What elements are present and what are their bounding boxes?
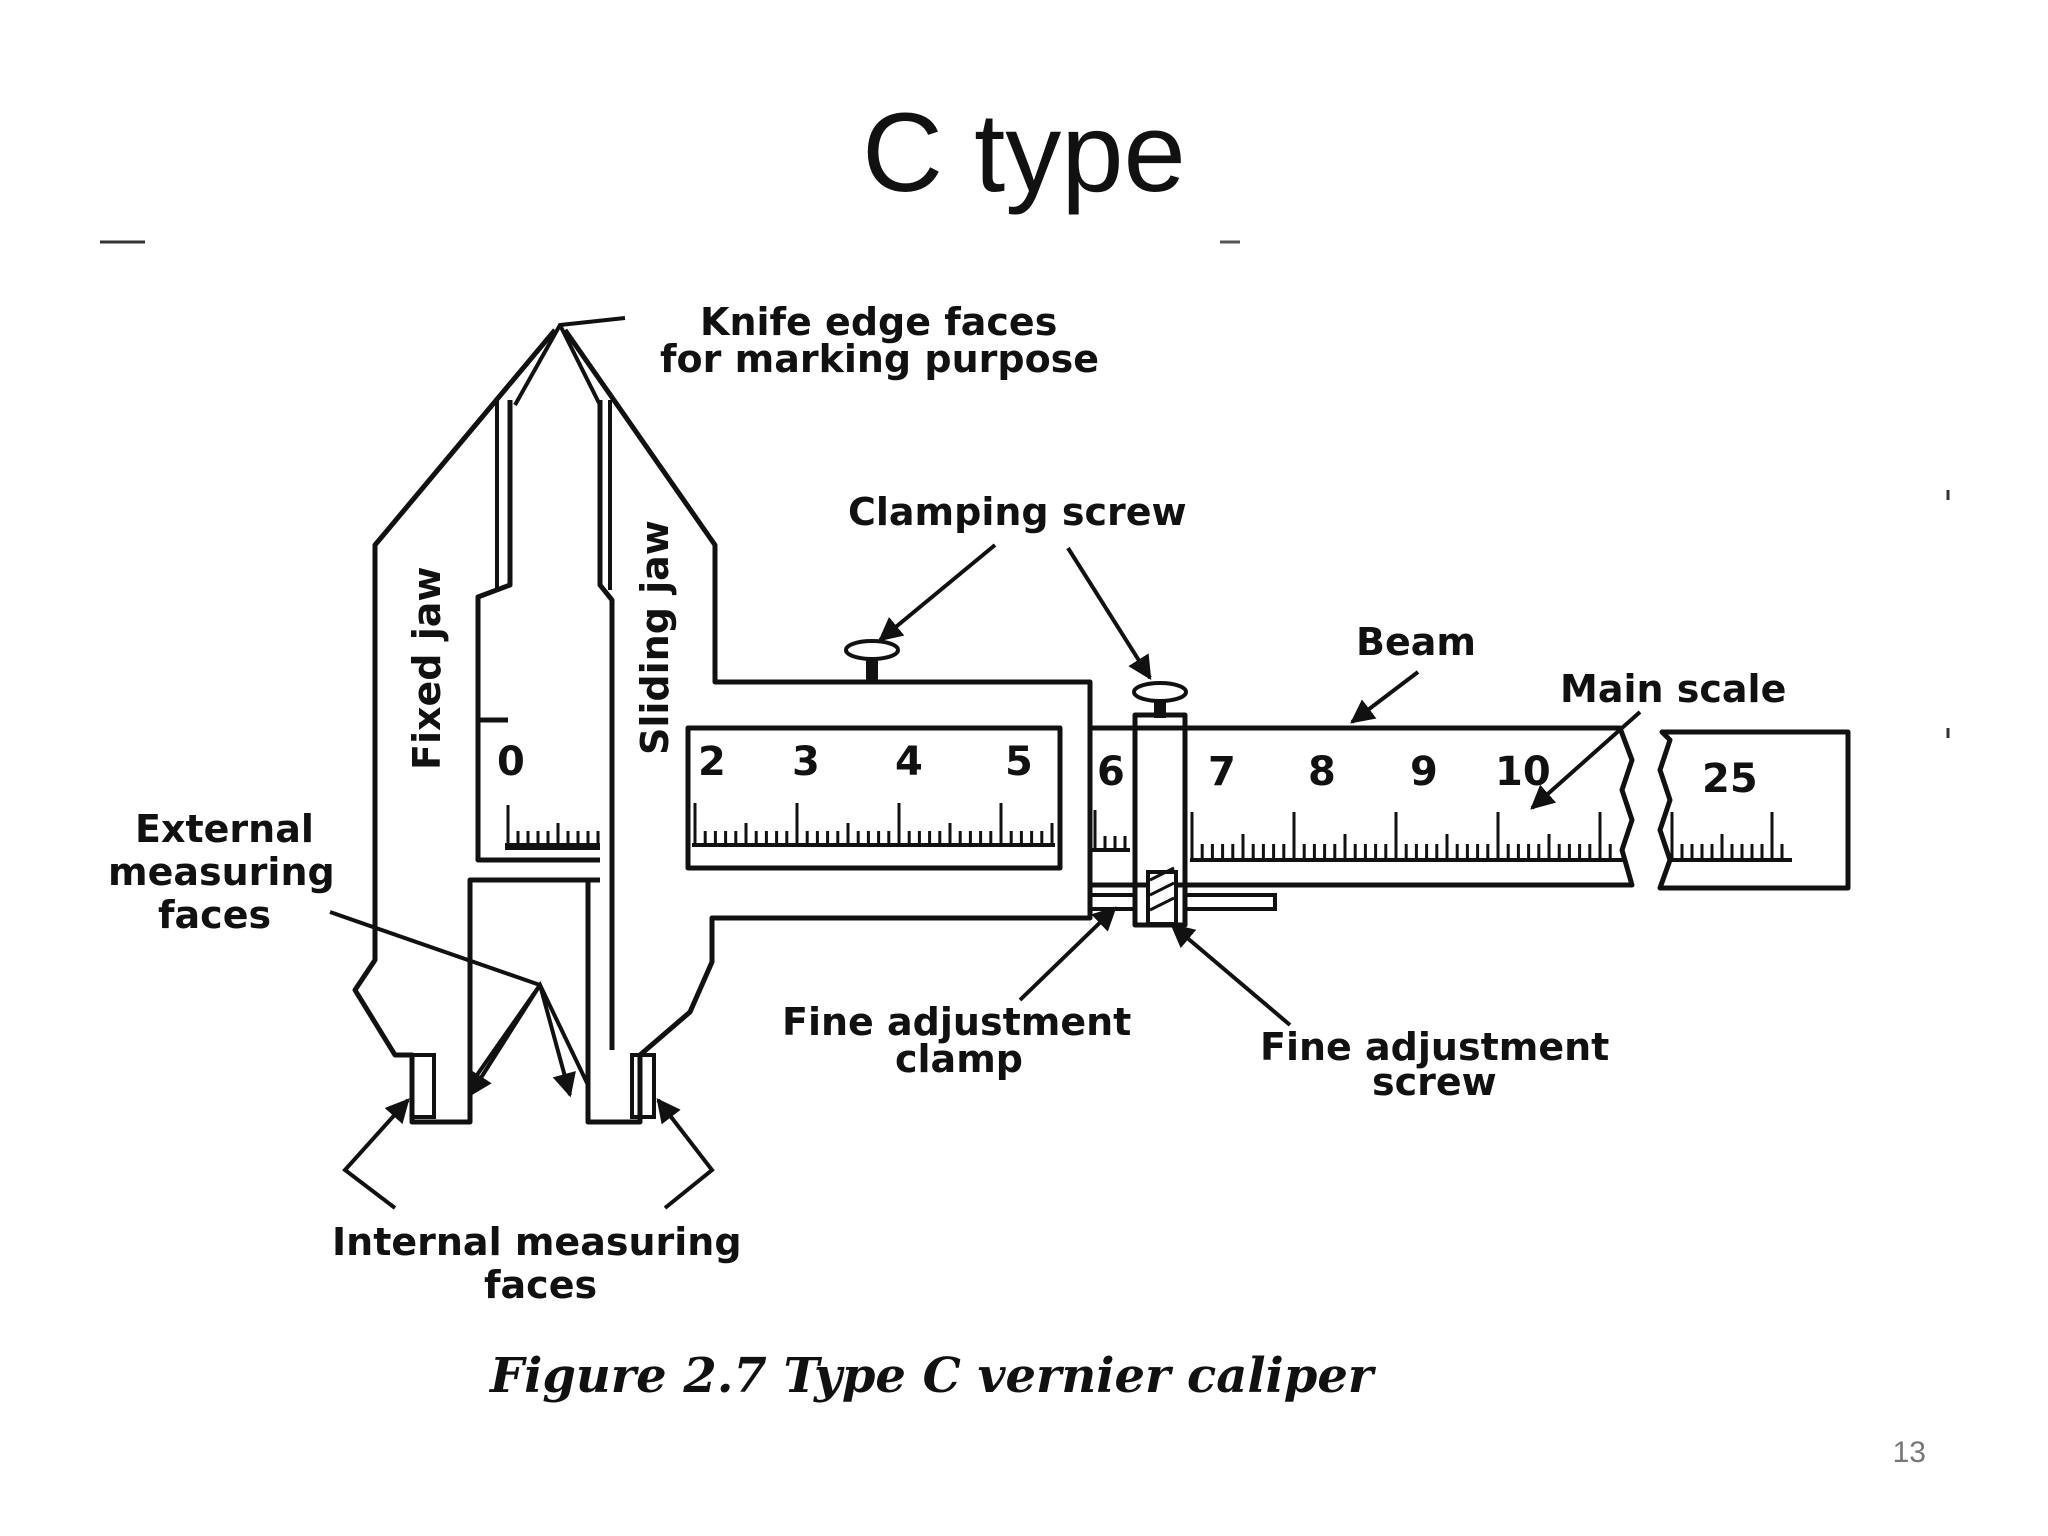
scale-number-25: 25 xyxy=(1702,756,1758,802)
clamping-screw-right xyxy=(1132,681,1188,718)
label-beam: Beam xyxy=(1356,620,1476,664)
clamping-screw-left xyxy=(844,639,900,682)
scale-number-6: 6 xyxy=(1097,749,1125,795)
scale-number-7: 7 xyxy=(1208,749,1236,795)
scale-number-2: 2 xyxy=(698,739,726,785)
label-fixed-jaw: Fixed jaw xyxy=(405,567,449,770)
label-knife-edge-line1: Knife edge faces xyxy=(700,300,1057,344)
leader-lines xyxy=(329,316,1642,1210)
label-external-line2: measuring xyxy=(108,850,335,894)
fine-adjustment-unit xyxy=(1088,712,1277,928)
labels: Knife edge faces for marking purpose Cla… xyxy=(108,300,1786,1307)
label-fine-clamp-line2: clamp xyxy=(895,1037,1023,1081)
scale-number-0: 0 xyxy=(497,739,525,785)
scale-number-4: 4 xyxy=(895,739,923,785)
label-external-line1: External xyxy=(135,807,314,851)
label-fine-screw-line1: Fine adjustment xyxy=(1260,1025,1609,1069)
figure-caption: Figure 2.7 Type C vernier caliper xyxy=(488,1348,1377,1404)
label-sliding-jaw: Sliding jaw xyxy=(633,520,677,755)
label-fine-screw-line2: screw xyxy=(1372,1060,1497,1104)
scale-ticks xyxy=(505,803,1792,862)
label-clamping-screw: Clamping screw xyxy=(848,490,1187,534)
page-number: 13 xyxy=(1892,1436,1926,1469)
label-main-scale: Main scale xyxy=(1560,667,1786,711)
label-knife-edge-line2: for marking purpose xyxy=(660,337,1099,381)
label-fine-clamp-line1: Fine adjustment xyxy=(782,1000,1131,1044)
beam xyxy=(1090,725,1851,891)
scale-numbers: 0 2 3 4 5 6 7 8 9 10 25 xyxy=(497,739,1758,802)
label-external-line3: faces xyxy=(158,893,271,937)
scan-marks xyxy=(100,240,1950,738)
scale-number-10: 10 xyxy=(1495,749,1551,795)
scale-number-9: 9 xyxy=(1410,749,1438,795)
scale-number-5: 5 xyxy=(1005,739,1033,785)
scale-number-3: 3 xyxy=(792,739,820,785)
label-internal-line2: faces xyxy=(484,1263,597,1307)
label-internal-line1: Internal measuring xyxy=(332,1220,742,1264)
slide-title: C type xyxy=(862,90,1186,215)
scale-number-8: 8 xyxy=(1308,749,1336,795)
vernier-scale-window xyxy=(685,725,1063,871)
fixed-jaw xyxy=(352,328,600,1125)
